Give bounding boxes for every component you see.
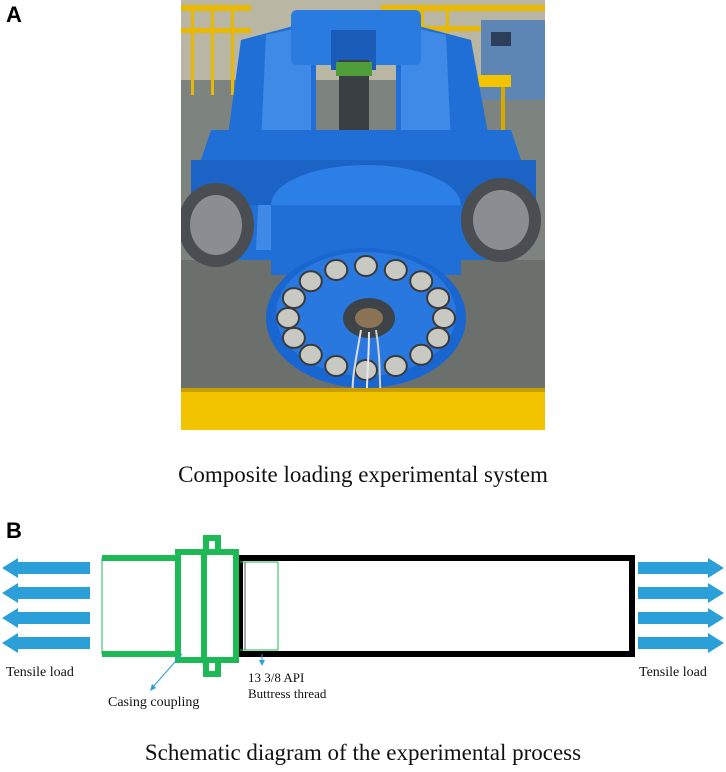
bolt [324, 355, 349, 377]
panel-a-label: A [6, 2, 22, 27]
experimental-system-photo [181, 0, 545, 430]
left-load-label: Tensile load [6, 665, 74, 680]
bolt [409, 343, 434, 366]
bolt [432, 307, 456, 329]
bolt [281, 287, 306, 310]
left-tensile-arrows [2, 558, 90, 653]
experimental-process-schematic: Tensile load Tensile load Casing couplin… [2, 535, 724, 710]
bolt [409, 270, 434, 293]
bolt [426, 287, 451, 310]
coupling-label: Casing coupling [108, 695, 199, 710]
casing-pipe [237, 555, 635, 657]
bolt [324, 259, 349, 281]
thread-label-line2: Buttress thread [248, 686, 327, 701]
panel-b-label: B [6, 518, 22, 543]
panel-a-caption: Composite loading experimental system [178, 462, 548, 487]
bolt [276, 307, 300, 329]
bolt [354, 255, 378, 277]
bolt [426, 326, 451, 349]
thread-label-line1: 13 3/8 API [248, 670, 304, 685]
right-load-label: Tensile load [639, 665, 707, 680]
right-tensile-arrows [638, 558, 724, 653]
bolt [281, 326, 306, 349]
casing-coupling-shape [102, 535, 239, 677]
bolt [383, 259, 408, 281]
bolt [298, 343, 323, 366]
panel-b-caption: Schematic diagram of the experimental pr… [144, 740, 582, 765]
bolt [383, 355, 408, 377]
bolt [354, 359, 378, 381]
bolt [298, 270, 323, 293]
